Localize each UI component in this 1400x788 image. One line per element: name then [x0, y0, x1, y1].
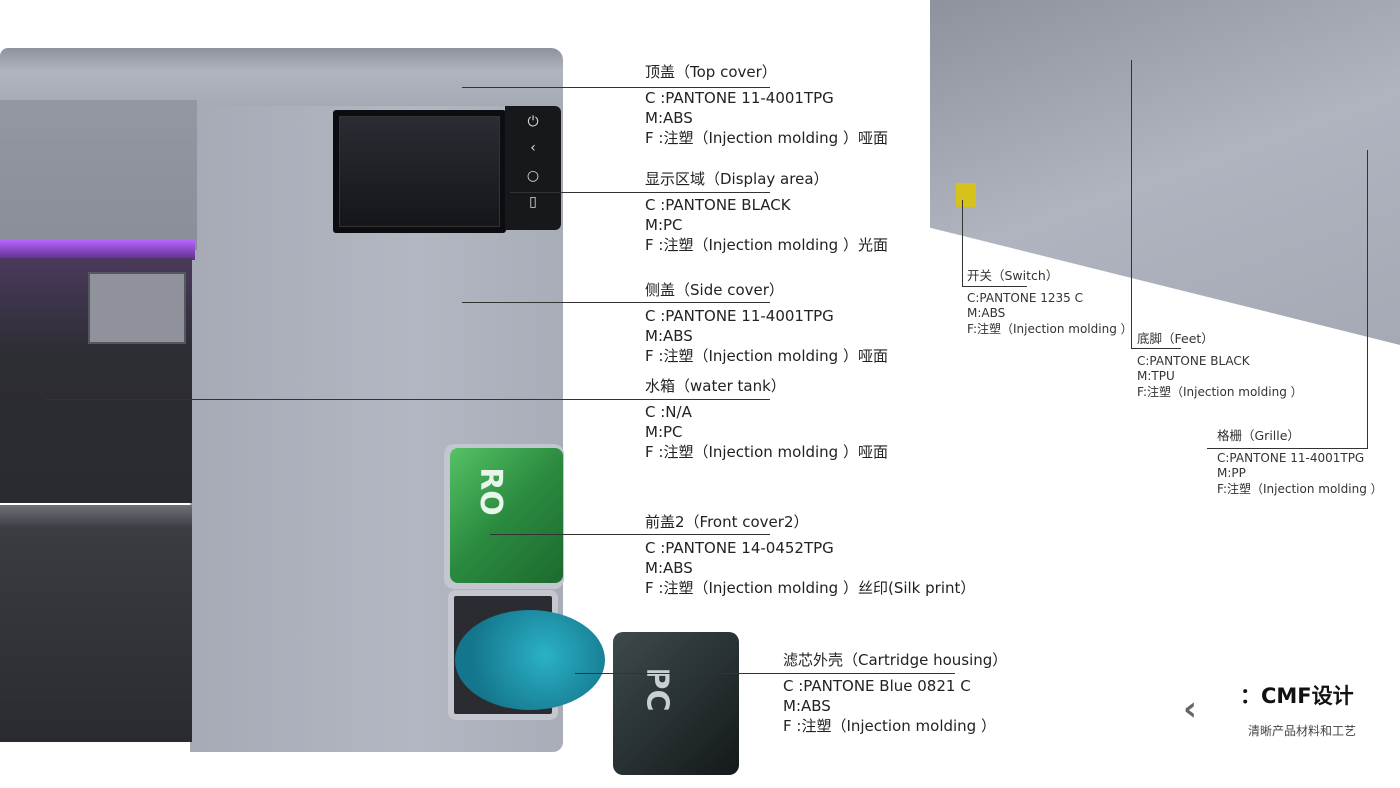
back-button[interactable]: ‹: [1183, 692, 1207, 726]
tank-window: [88, 272, 186, 344]
cartridge-housing: [455, 610, 605, 710]
purple-glow: [0, 240, 195, 260]
tank-lower: [0, 505, 192, 742]
section-title: ：CMF设计: [1240, 684, 1354, 708]
pc-mark: PC: [639, 667, 675, 712]
control-panel: ⏻ ‹ ○ ▯: [505, 106, 561, 230]
back-icon[interactable]: ‹: [530, 140, 536, 156]
top-cover-front: [0, 100, 197, 250]
section-subtitle: 清晰产品材料和工艺: [1248, 724, 1357, 738]
display-area: [333, 110, 506, 233]
chevron-left-icon: ‹: [1183, 689, 1198, 729]
top-cover: [0, 48, 563, 106]
book-icon[interactable]: ▯: [529, 194, 537, 210]
home-icon[interactable]: ○: [526, 168, 540, 184]
pc-box: PC: [613, 632, 739, 775]
callout-cartridge-housing: 滤芯外壳（Cartridge housing）C :PANTONE Blue 0…: [783, 651, 1008, 735]
power-icon[interactable]: ⏻: [527, 114, 539, 130]
front-cover2: RO: [450, 448, 563, 583]
ro-mark: RO: [472, 467, 508, 516]
switch: [956, 183, 976, 207]
